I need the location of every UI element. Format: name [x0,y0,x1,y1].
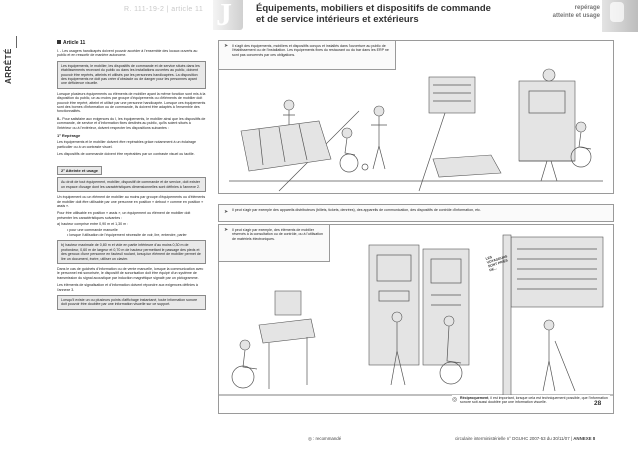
sidebar-divider [16,36,17,48]
para-debout-assis: Un équipement ou un élément de mobilier … [57,195,206,208]
para-groups: Lorsque plusieurs équipements ou élément… [57,91,206,114]
reciprocal-text: , il est important, lorsque cela est tec… [460,396,608,405]
top-caption: Il s'agit des équipements, mobiliers et … [232,44,389,57]
header-right-label: repérage atteinte et usage [552,5,600,19]
para-signalisation: Les éléments de signalisation et d'infor… [57,283,198,292]
list-item: • lorsque l'utilisation de l'équipement … [67,232,187,237]
lower-caption: Il peut s'agir par exemple, des éléments… [232,228,323,241]
chapter-tab: J [213,0,243,32]
legend-text: : recommandé [313,436,342,441]
middle-caption: Il peut s'agir par exemple des appareils… [232,208,481,212]
footer-annex: ANNEXE 8 [573,436,596,441]
reciprocal-label: Réciproquement [460,396,489,400]
box-espace-usage: Au droit de tout équipement, mobilier, d… [57,177,206,193]
para-requirements: II.- Pour satisfaire aux exigences du I,… [57,116,206,130]
chapter-letter: J [216,0,232,32]
list-item: • pour une commande manuelle [67,227,118,232]
box-affichage: Lorsqu'il existe un ou plusieurs points … [57,295,206,310]
panel-top-illustration: ➤ Il s'agit des équipements, mobiliers e… [218,40,614,194]
section-reperage-title: 1° Repérage [57,133,81,139]
section-reperage-text: Les équipements et le mobilier doivent ê… [57,140,197,149]
recommended-icon: ◎ [452,397,458,403]
header-corner-tab [602,0,638,32]
illustration-station-machines [219,234,613,396]
section-reperage-text2: Les dispositifs de commande doivent être… [57,151,195,156]
lower-caption-box: ➤ Il peut s'agir par exemple, des élémen… [219,225,330,262]
recommended-icon: ◎ [308,436,312,441]
illustration-reception-hall [229,68,603,192]
page-title: Équipements, mobiliers et dispositifs de… [256,3,491,25]
article-ref: R. 111-19-2 | article 11 [124,6,204,13]
arrow-icon: ➤ [224,209,229,215]
reciprocal-note: ◎ Réciproquement, il est important, lors… [452,395,610,409]
list-intro: a) hauteur comprise entre 0,90 m et 1,30… [57,222,129,227]
page-number: 28 [594,400,602,407]
article-title: Article 11 [57,40,206,46]
section-atteinte-title: 2° Atteinte et usage [57,166,103,176]
arrow-icon: ➤ [224,43,229,49]
panel-lower-illustration: ➤ Il peut s'agir par exemple, des élémen… [218,224,614,414]
footer-legend: ◎ : recommandé [308,436,341,442]
sidebar-label: ARRÊTÉ [4,48,13,84]
footer-source: circulaire interministérielle n° DGUHC 2… [455,436,596,441]
intro-text: I. - Les usagers handicapés doivent pouv… [57,49,198,58]
panel-middle-caption: ➤ Il peut s'agir par exemple des apparei… [218,204,614,222]
para-guichets: Dans le cas de guichets d'information ou… [57,267,204,280]
left-column: Article 11 I. - Les usagers handicapés d… [57,40,206,310]
para-position-assis: Pour être utilisable en position « assis… [57,211,191,220]
box-hauteur: b) hauteur maximale de 0,80 m et vide en… [57,240,206,264]
box-accessibility: Les équipements, le mobilier, les dispos… [57,60,206,89]
arrow-icon: ➤ [224,227,229,233]
top-caption-box: ➤ Il s'agit des équipements, mobiliers e… [219,41,396,70]
